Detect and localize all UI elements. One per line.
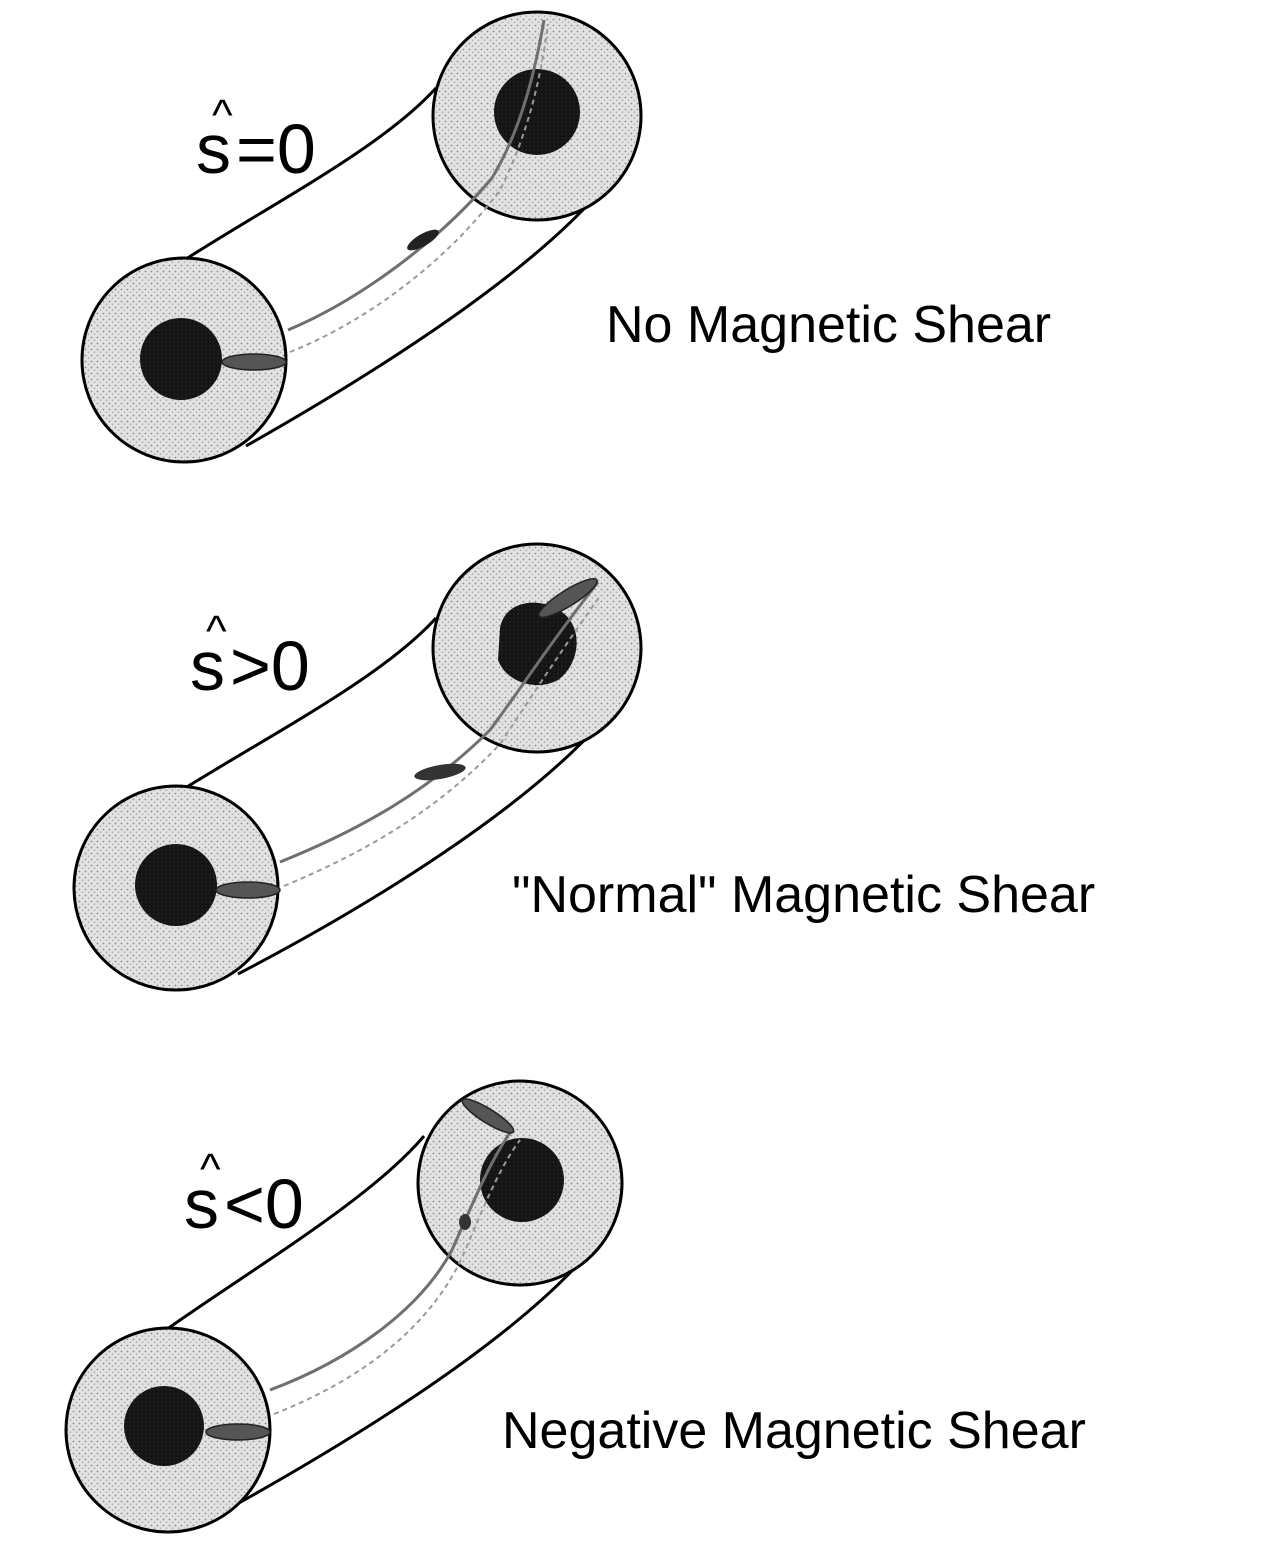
- shear-relation: =0: [236, 110, 316, 188]
- shear-relation: >0: [230, 627, 310, 705]
- flux-tube-mid-blob: [414, 763, 466, 781]
- s-symbol: s: [196, 110, 231, 188]
- s-symbol: s: [190, 627, 225, 705]
- far-core: [480, 1138, 564, 1222]
- panel-normal-shear: ^ s >0 "Normal" Magnetic Shear: [72, 542, 1095, 992]
- field-line-lower: [289, 23, 549, 353]
- field-line-lower: [273, 1139, 521, 1415]
- flux-tube-mid-blob: [459, 1214, 471, 1230]
- panel-negative-shear: ^ s <0 Negative Magnetic Shear: [64, 1079, 1086, 1534]
- field-line-lower: [283, 595, 601, 887]
- near-eddy-tail: [215, 881, 281, 899]
- caption-normal-shear: "Normal" Magnetic Shear: [512, 866, 1095, 924]
- near-core: [135, 844, 217, 926]
- s-hat-symbol: ^: [206, 607, 227, 656]
- far-core: [494, 69, 580, 155]
- flux-tube-mid-blob: [407, 229, 439, 251]
- flux-tube-outer-edge: [159, 1135, 426, 1336]
- field-line-upper: [287, 19, 546, 332]
- shear-relation: <0: [224, 1165, 304, 1243]
- panel-no-shear: ^ s =0 No Magnetic Shear: [80, 10, 1051, 464]
- flux-tube-outer-edge: [171, 86, 438, 270]
- flux-tube-outer-edge: [165, 616, 438, 802]
- near-eddy-tail: [205, 1423, 271, 1441]
- caption-no-shear: No Magnetic Shear: [606, 296, 1051, 354]
- near-core: [140, 318, 222, 400]
- caption-negative-shear: Negative Magnetic Shear: [502, 1402, 1086, 1460]
- near-core: [124, 1386, 204, 1466]
- far-core: [498, 602, 577, 686]
- s-symbol: s: [184, 1165, 219, 1243]
- far-eddy-tail: [461, 1098, 515, 1134]
- s-hat-symbol: ^: [212, 91, 233, 140]
- flux-tube-inner-edge: [237, 726, 598, 976]
- flux-tube-inner-edge: [229, 1256, 586, 1510]
- near-eddy-tail: [221, 353, 287, 371]
- flux-tube-inner-edge: [245, 194, 598, 448]
- far-eddy-tail: [538, 577, 598, 619]
- s-hat-symbol: ^: [200, 1145, 221, 1194]
- field-line-upper: [279, 581, 600, 864]
